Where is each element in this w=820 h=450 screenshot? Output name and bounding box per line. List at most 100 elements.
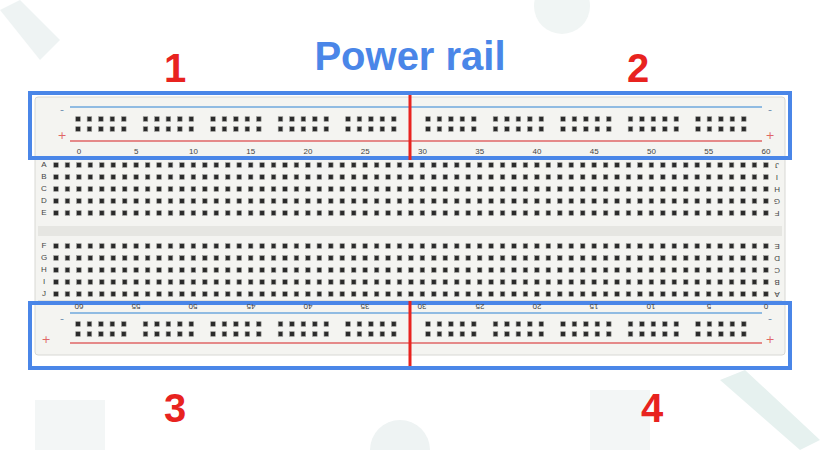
hole <box>558 268 563 273</box>
hole <box>203 187 208 192</box>
hole <box>357 332 362 337</box>
hole <box>234 322 239 327</box>
hole <box>180 163 185 168</box>
hole <box>374 292 379 297</box>
hole <box>340 268 345 273</box>
hole <box>707 322 712 327</box>
hole <box>580 187 585 192</box>
hole <box>260 187 265 192</box>
hole <box>99 322 104 327</box>
hole <box>88 199 93 204</box>
negative-rail-line <box>70 312 762 314</box>
hole <box>294 280 299 285</box>
hole <box>386 280 391 285</box>
hole <box>189 127 194 132</box>
hole <box>145 175 150 180</box>
hole <box>730 117 735 122</box>
hole <box>528 322 533 327</box>
hole <box>638 268 643 273</box>
rail-split-line <box>409 301 412 366</box>
hole <box>168 175 173 180</box>
hole <box>706 175 711 180</box>
hole <box>592 163 597 168</box>
hole <box>65 268 70 273</box>
hole <box>729 211 734 216</box>
hole <box>512 280 517 285</box>
hole <box>512 268 517 273</box>
hole <box>290 322 295 327</box>
hole <box>54 175 59 180</box>
hole <box>558 163 563 168</box>
hole <box>54 211 59 216</box>
hole <box>432 292 437 297</box>
hole <box>374 211 379 216</box>
hole <box>437 322 442 327</box>
hole <box>638 256 643 261</box>
hole <box>191 256 196 261</box>
hole <box>88 211 93 216</box>
hole <box>340 211 345 216</box>
hole <box>54 199 59 204</box>
hole <box>535 244 540 249</box>
hole <box>329 244 334 249</box>
hole <box>306 256 311 261</box>
hole <box>178 332 183 337</box>
hole <box>191 244 196 249</box>
hole <box>683 163 688 168</box>
hole <box>145 211 150 216</box>
hole <box>729 163 734 168</box>
hole <box>718 211 723 216</box>
hole <box>340 187 345 192</box>
hole <box>351 199 356 204</box>
hole <box>283 280 288 285</box>
hole <box>306 280 311 285</box>
hole <box>306 211 311 216</box>
hole <box>306 187 311 192</box>
hole <box>189 117 194 122</box>
hole <box>603 280 608 285</box>
hole <box>290 127 295 132</box>
hole <box>466 280 471 285</box>
hole <box>516 322 521 327</box>
hole <box>191 268 196 273</box>
hole <box>392 332 397 337</box>
hole <box>143 117 148 122</box>
hole <box>111 211 116 216</box>
hole <box>87 117 92 122</box>
hole <box>535 187 540 192</box>
hole <box>546 163 551 168</box>
hole <box>100 244 105 249</box>
column-number: 45 <box>246 302 255 310</box>
hole <box>294 163 299 168</box>
hole <box>649 244 654 249</box>
hole <box>638 280 643 285</box>
hole <box>626 211 631 216</box>
hole <box>512 163 517 168</box>
column-number: 50 <box>647 148 656 156</box>
hole <box>489 211 494 216</box>
hole <box>134 175 139 180</box>
hole <box>189 332 194 337</box>
hole <box>420 292 425 297</box>
hole <box>661 280 666 285</box>
hole <box>351 175 356 180</box>
hole <box>696 117 701 122</box>
column-number: 0 <box>77 148 81 156</box>
hole <box>603 175 608 180</box>
hole <box>369 322 374 327</box>
hole <box>546 175 551 180</box>
hole <box>357 117 362 122</box>
hole <box>145 268 150 273</box>
hole <box>386 256 391 261</box>
hole <box>100 268 105 273</box>
hole <box>672 163 677 168</box>
hole <box>88 187 93 192</box>
hole <box>248 211 253 216</box>
hole <box>695 292 700 297</box>
hole <box>111 280 116 285</box>
hole <box>764 268 769 273</box>
hole <box>466 244 471 249</box>
hole <box>535 256 540 261</box>
hole <box>528 332 533 337</box>
hole <box>386 175 391 180</box>
